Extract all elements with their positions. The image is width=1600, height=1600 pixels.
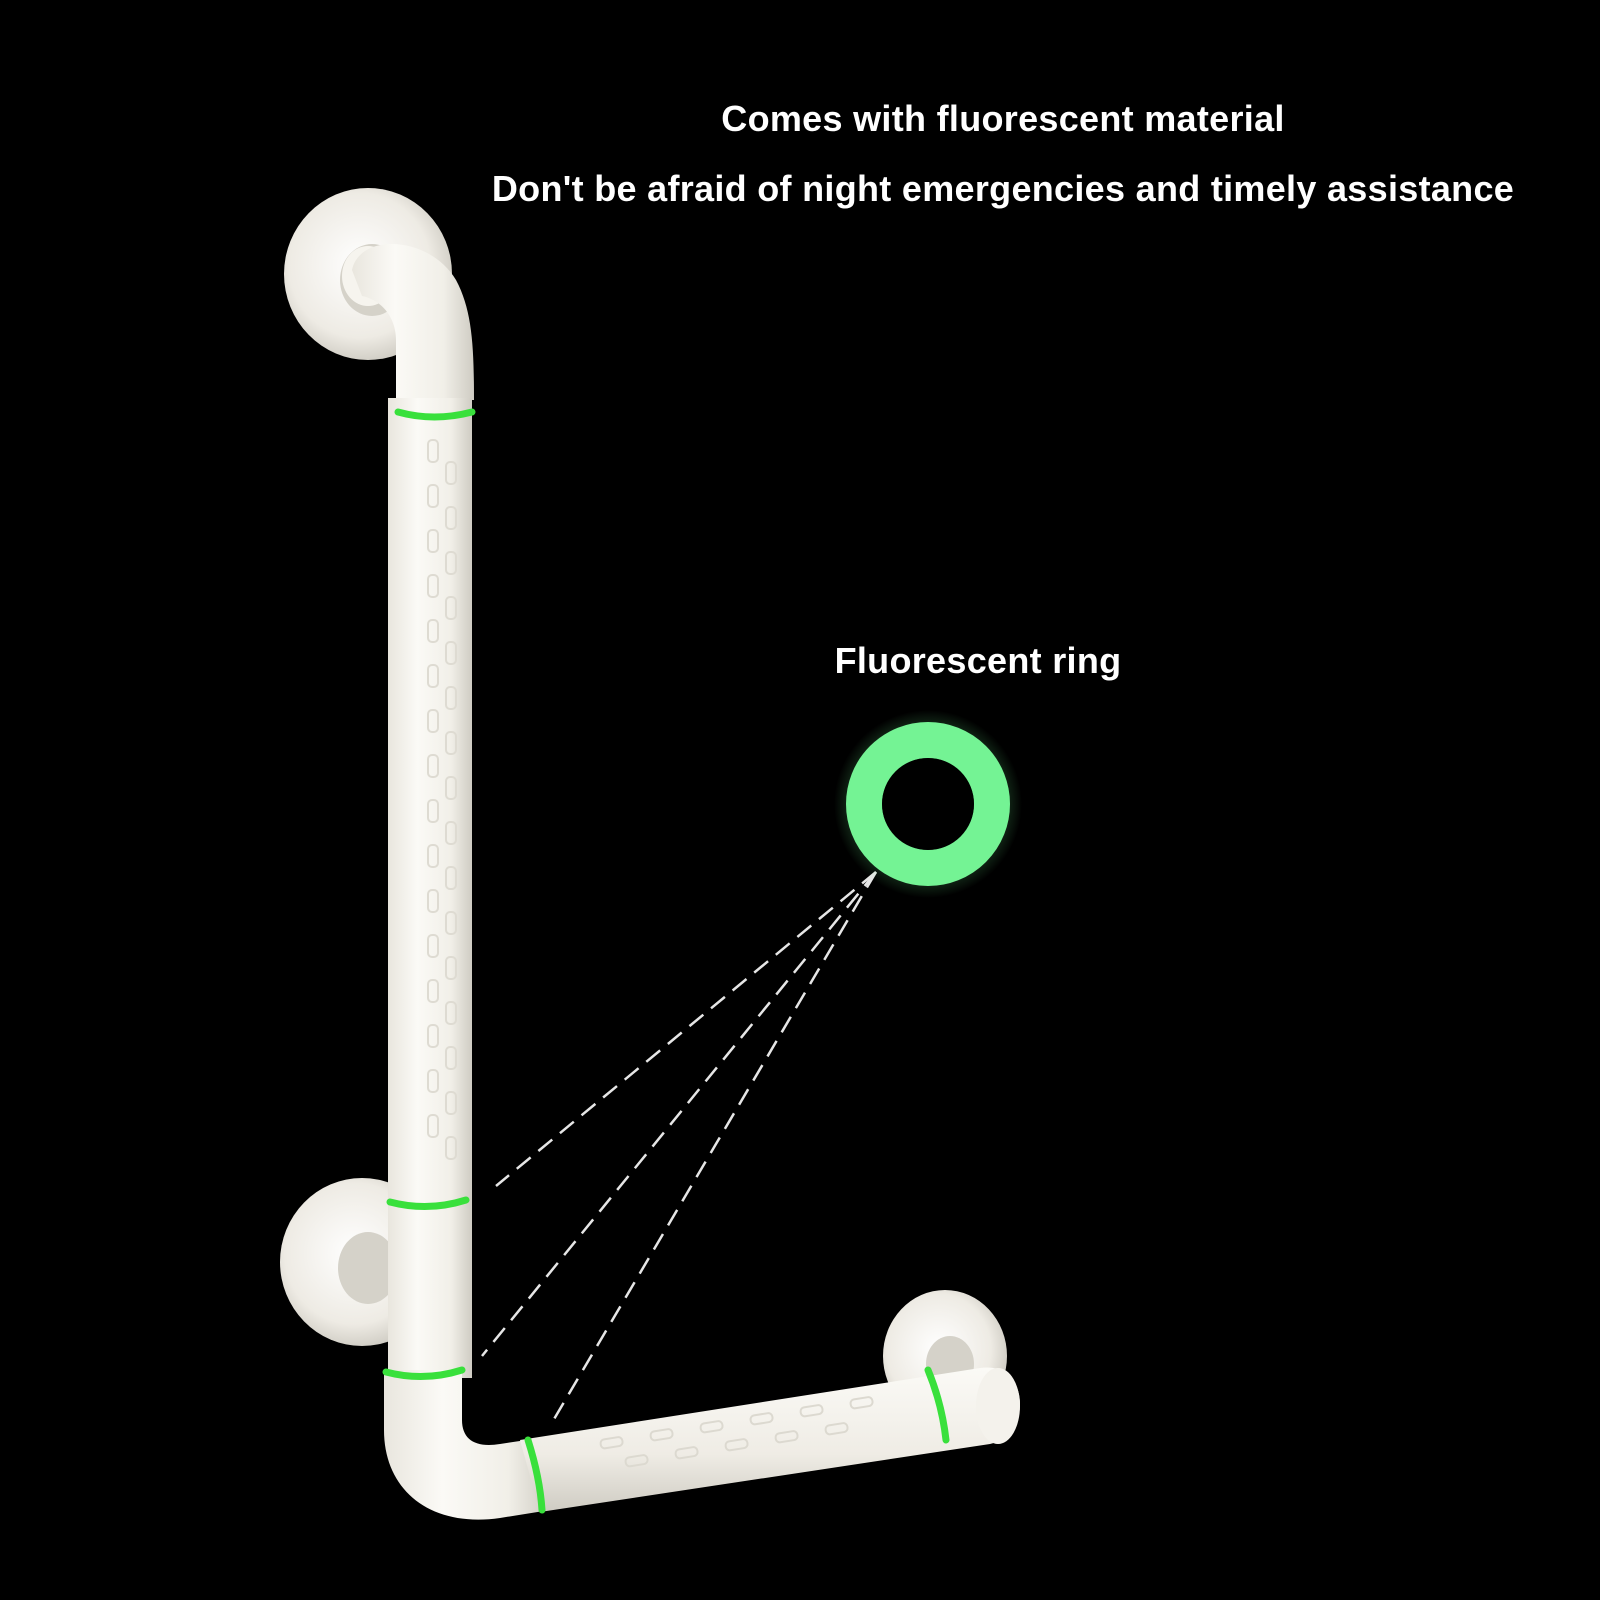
band-elbow xyxy=(524,1436,546,1514)
band-lower xyxy=(382,1366,466,1381)
bottom-elbow xyxy=(384,1370,550,1520)
fluorescent-bands xyxy=(382,408,950,1514)
horizontal-bar-end-cap xyxy=(976,1368,1020,1444)
top-elbow xyxy=(352,244,474,400)
band-top xyxy=(394,408,476,421)
vertical-bar xyxy=(388,398,472,1378)
band-end xyxy=(924,1366,950,1444)
grip-texture xyxy=(427,439,457,1160)
headline-line-1: Comes with fluorescent material xyxy=(721,98,1285,139)
ring-label: Fluorescent ring xyxy=(834,640,1122,681)
band-middle xyxy=(386,1196,470,1211)
fluorescent-ring-icon xyxy=(834,710,1022,898)
horizontal-grip-texture xyxy=(599,1396,874,1468)
horizontal-bar xyxy=(520,1367,1020,1512)
headline-line-2: Don't be afraid of night emergencies and… xyxy=(491,168,1515,209)
leader-lines xyxy=(481,871,878,1427)
